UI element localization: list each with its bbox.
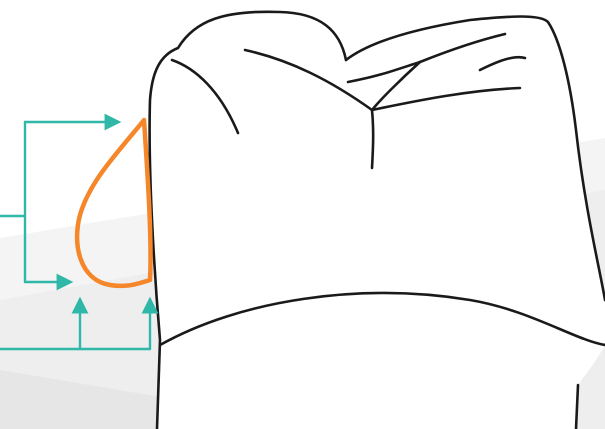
- tooth: [150, 12, 605, 429]
- cusp-ridge-center: [372, 110, 373, 168]
